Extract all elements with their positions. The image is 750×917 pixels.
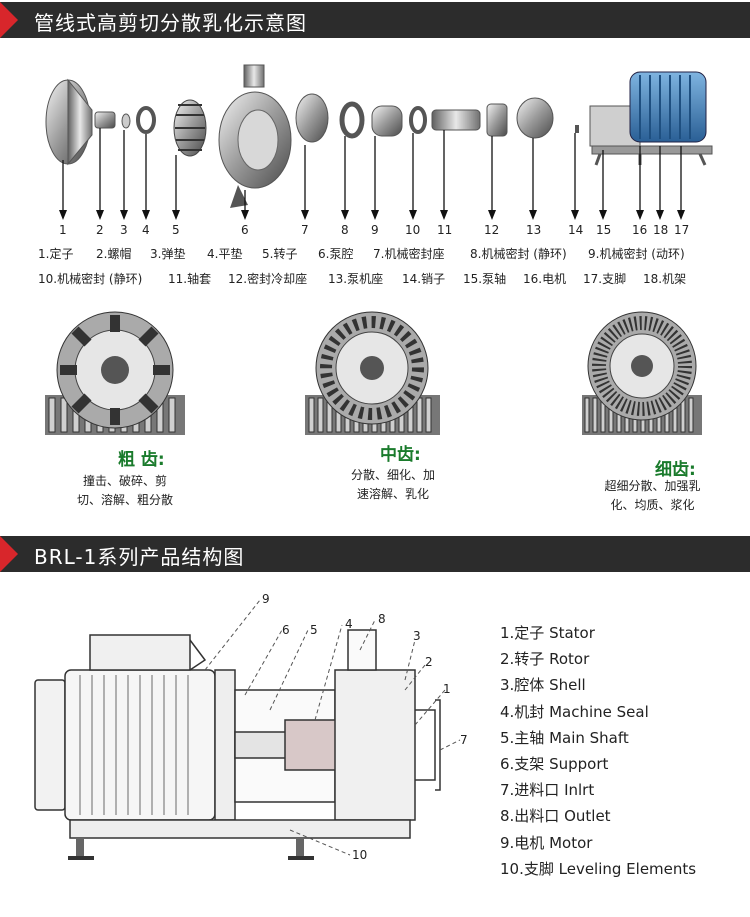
part-label: 15.泵轴 [463, 272, 507, 286]
part-label: 8.机械密封 (静环) [470, 247, 567, 261]
drawing-number: 5 [310, 623, 318, 637]
part-cooling-seat [486, 103, 508, 137]
medium-tooth-desc: 分散、细化、加 速溶解、乳化 [350, 468, 435, 501]
part-number: 15 [596, 223, 612, 237]
part-seal-static-2 [409, 106, 427, 134]
part-seal-rotating [371, 105, 403, 137]
part-label: 10.机械密封 (静环) [38, 272, 143, 286]
part-label: 14.销子 [402, 272, 446, 286]
drawing-number: 3 [413, 629, 421, 643]
part-number: 17 [674, 223, 690, 237]
header-triangle-icon [0, 536, 18, 572]
part-number: 6 [241, 223, 249, 237]
structure-drawing [34, 599, 461, 860]
part-label: 5.转子 [262, 247, 298, 261]
part-label: 13.泵机座 [328, 272, 384, 286]
part-number: 5 [172, 223, 180, 237]
part-pump-base [516, 97, 554, 139]
part-number: 10 [405, 223, 421, 237]
part-flat-washer [136, 106, 156, 134]
coarse-tooth-desc: 撞击、破碎、剪 切、溶解、粗分散 [76, 474, 173, 507]
part-number: 18 [653, 223, 669, 237]
legend-item: 8.出料口 Outlet [500, 807, 611, 826]
fine-tooth-image [582, 311, 702, 435]
part-label: 18.机架 [643, 272, 687, 286]
part-label: 9.机械密封 (动环) [588, 247, 685, 261]
part-seal-seat [295, 93, 329, 143]
part-number: 7 [301, 223, 309, 237]
part-number: 14 [568, 223, 584, 237]
section-header-exploded: 管线式高剪切分散乳化示意图 [0, 2, 750, 38]
legend-item: 7.进料口 Inlrt [500, 781, 595, 800]
part-label: 16.电机 [523, 272, 567, 286]
drawing-number: 2 [425, 655, 433, 669]
part-shaft-sleeve [431, 109, 481, 131]
leader-lines [62, 128, 682, 217]
part-label: 7.机械密封座 [373, 247, 445, 261]
part-label: 6.泵腔 [318, 247, 354, 261]
drawing-number: 4 [345, 617, 353, 631]
structure-legend: 1.定子 Stator 2.转子 Rotor 3.腔体 Shell 4.机封 M… [500, 620, 745, 882]
coarse-tooth-image [45, 311, 185, 435]
part-label: 4.平垫 [207, 247, 243, 261]
legend-item: 6.支架 Support [500, 754, 609, 773]
part-number: 11 [437, 223, 453, 237]
drawing-number: 10 [352, 848, 368, 862]
exploded-parts-diagram [45, 64, 713, 220]
part-number: 3 [120, 223, 128, 237]
header-triangle-icon [0, 2, 18, 38]
legend-item: 10.支脚 Leveling Elements [500, 859, 697, 878]
coarse-tooth-title: 粗 齿: [118, 450, 165, 470]
drawing-number: 7 [460, 733, 468, 747]
part-number: 2 [96, 223, 104, 237]
fine-tooth-desc: 超细分散、加强乳 化、均质、浆化 [604, 479, 701, 512]
section-title: 管线式高剪切分散乳化示意图 [34, 11, 307, 35]
part-label: 2.螺帽 [96, 247, 132, 261]
part-label: 1.定子 [38, 247, 74, 261]
part-pump-chamber [218, 64, 292, 208]
drawing-number: 1 [443, 682, 451, 696]
section-title: BRL-1系列产品结构图 [34, 545, 245, 569]
fine-tooth-title: 细齿: [655, 460, 696, 480]
part-rotor [173, 99, 207, 157]
legend-item: 3.腔体 Shell [500, 676, 586, 695]
part-number: 1 [59, 223, 67, 237]
part-pin [575, 125, 579, 133]
part-stator [45, 78, 93, 166]
part-number: 4 [142, 223, 150, 237]
legend-item: 9.电机 Motor [500, 833, 593, 852]
part-motor-assembly [589, 71, 713, 166]
drawing-number: 6 [282, 623, 290, 637]
part-number: 13 [526, 223, 542, 237]
part-label: 11.轴套 [168, 272, 212, 286]
drawing-number: 9 [262, 592, 270, 606]
part-label: 3.弹垫 [150, 247, 186, 261]
medium-tooth-title: 中齿: [380, 445, 421, 465]
legend-item: 1.定子 Stator [500, 624, 595, 642]
part-spring-washer [121, 113, 131, 129]
leader-arrows [59, 210, 685, 220]
section-header-structure: BRL-1系列产品结构图 [0, 536, 750, 572]
part-label: 17.支脚 [583, 272, 627, 286]
medium-tooth-image [305, 311, 440, 435]
part-label: 12.密封冷却座 [228, 272, 308, 286]
part-number: 9 [371, 223, 379, 237]
part-number: 16 [632, 223, 648, 237]
part-number: 8 [341, 223, 349, 237]
legend-item: 4.机封 Machine Seal [500, 702, 649, 721]
legend-item: 5.主轴 Main Shaft [500, 728, 629, 747]
legend-item: 2.转子 Rotor [500, 650, 590, 669]
drawing-number: 8 [378, 612, 386, 626]
part-number: 12 [484, 223, 500, 237]
part-nut [94, 111, 116, 129]
part-seal-static [339, 101, 365, 139]
